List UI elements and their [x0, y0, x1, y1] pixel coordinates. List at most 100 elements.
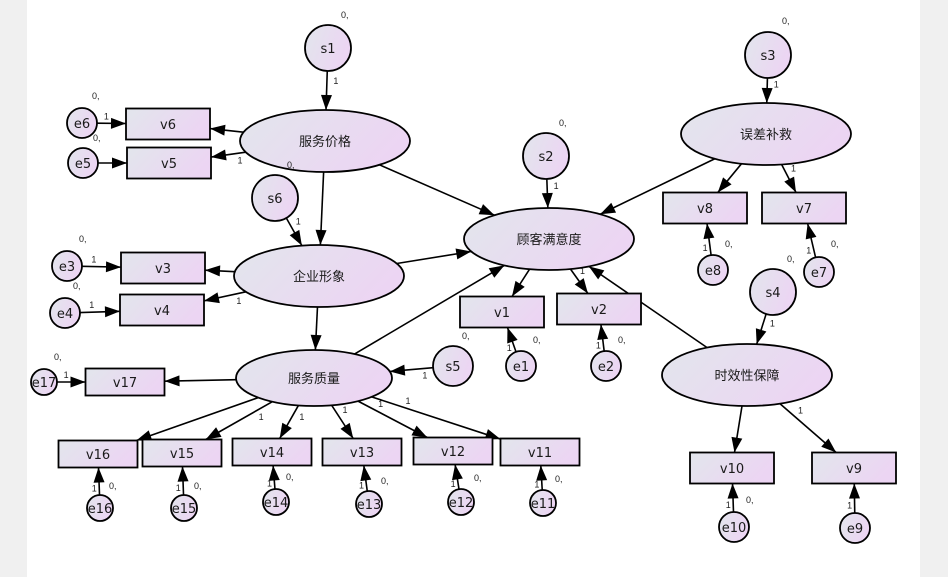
- path-L_price-to-v6: [209, 124, 244, 136]
- error-term-e11[interactable]: e11: [529, 489, 557, 517]
- variance-label-e16: 0,: [109, 481, 117, 491]
- arrowhead-icon: [210, 124, 226, 136]
- path-L_quality-to-v15: 1: [205, 400, 273, 441]
- observed-variable-v15[interactable]: v15: [141, 438, 223, 468]
- error-term-e3[interactable]: e3: [51, 250, 83, 282]
- error-term-s1[interactable]: s1: [304, 24, 352, 72]
- path-weight-label: 1: [798, 406, 803, 416]
- error-term-e5[interactable]: e5: [67, 147, 99, 179]
- observed-variable-v9[interactable]: v9: [811, 451, 897, 485]
- error-term-e6[interactable]: e6: [66, 107, 98, 139]
- observed-variable-v5[interactable]: v5: [126, 146, 212, 180]
- latent-variable-L_recovery[interactable]: 误差补救: [680, 102, 852, 166]
- observed-variable-v2[interactable]: v2: [556, 292, 642, 326]
- observed-variable-label: v1: [494, 306, 510, 321]
- variance-label-e17: 0,: [54, 352, 62, 362]
- path-e12-to-v12: 1: [451, 464, 463, 490]
- path-weight-label: 1: [451, 479, 456, 489]
- path-e14-to-v14: 1: [267, 465, 280, 490]
- arrowhead-icon: [717, 177, 732, 193]
- error-term-e17[interactable]: e17: [30, 368, 58, 396]
- path-weight-label: 1: [378, 399, 383, 409]
- error-term-s5[interactable]: s5: [432, 345, 474, 387]
- latent-variable-L_quality[interactable]: 服务质量: [235, 349, 393, 407]
- error-term-label: e7: [811, 266, 827, 281]
- path-weight-label: 1: [422, 371, 427, 381]
- arrowhead-icon: [541, 192, 553, 209]
- error-term-e12[interactable]: e12: [447, 488, 475, 516]
- arrowhead-icon: [455, 248, 472, 260]
- path-L_recovery-to-v7: 1: [780, 163, 797, 193]
- observed-variable-v8[interactable]: v8: [662, 191, 748, 225]
- observed-variable-v4[interactable]: v4: [119, 293, 205, 327]
- arrowhead-icon: [105, 261, 121, 273]
- path-e10-to-v10: 1: [726, 483, 739, 513]
- latent-variable-label: 顾客满意度: [516, 232, 581, 248]
- variance-label-s3: 0,: [782, 16, 790, 26]
- variance-label-e15: 0,: [194, 481, 202, 491]
- observed-variable-v7[interactable]: v7: [761, 191, 847, 225]
- observed-variable-v14[interactable]: v14: [231, 437, 313, 467]
- path-e15-to-v15: 1: [176, 466, 189, 496]
- latent-variable-L_image[interactable]: 企业形象: [233, 244, 405, 308]
- observed-variable-label: v7: [796, 202, 812, 217]
- error-term-s6[interactable]: s6: [251, 174, 299, 222]
- error-term-e4[interactable]: e4: [49, 297, 81, 329]
- error-term-label: s6: [267, 192, 282, 207]
- error-term-e13[interactable]: e13: [355, 490, 383, 518]
- path-L_timeliness-to-L_satisfaction: [588, 265, 708, 349]
- observed-variable-v3[interactable]: v3: [120, 251, 206, 285]
- path-e3-to-v3: 1: [81, 255, 122, 273]
- observed-variable-v11[interactable]: v11: [499, 437, 581, 467]
- error-term-e9[interactable]: e9: [839, 512, 871, 544]
- error-term-e14[interactable]: e14: [262, 488, 290, 516]
- latent-variable-L_timeliness[interactable]: 时效性保障: [661, 343, 833, 407]
- arrowhead-icon: [536, 465, 548, 481]
- path-L_price-to-v5: 1: [210, 149, 246, 165]
- observed-variable-v13[interactable]: v13: [321, 437, 403, 467]
- latent-variable-L_satisfaction[interactable]: 顾客满意度: [463, 207, 635, 271]
- error-term-e2[interactable]: e2: [590, 350, 622, 382]
- arrowhead-icon: [488, 265, 505, 278]
- latent-variable-label: 服务价格: [299, 134, 351, 150]
- error-term-label: e8: [705, 264, 721, 279]
- arrowhead-icon: [289, 229, 302, 246]
- path-L_recovery-to-L_satisfaction: [599, 158, 716, 215]
- observed-variable-v1[interactable]: v1: [459, 295, 545, 329]
- error-term-e8[interactable]: e8: [697, 254, 729, 286]
- path-L_image-to-L_quality: [310, 306, 322, 351]
- observed-variable-v17[interactable]: v17: [84, 367, 166, 397]
- arrowhead-icon: [511, 280, 525, 297]
- arrowhead-icon: [703, 223, 715, 240]
- observed-variable-v10[interactable]: v10: [689, 451, 775, 485]
- error-term-s3[interactable]: s3: [744, 31, 792, 79]
- error-term-s4[interactable]: s4: [749, 268, 797, 316]
- path-weight-label: 1: [534, 479, 539, 489]
- error-term-e1[interactable]: e1: [505, 350, 537, 382]
- error-term-s2[interactable]: s2: [522, 132, 570, 180]
- error-term-label: e3: [59, 260, 75, 275]
- arrowhead-icon: [805, 223, 817, 240]
- observed-variable-v6[interactable]: v6: [125, 107, 211, 141]
- latent-variable-L_price[interactable]: 服务价格: [239, 109, 411, 173]
- path-L_quality-to-v12: 1: [357, 399, 428, 439]
- error-term-e7[interactable]: e7: [803, 256, 835, 288]
- path-L_quality-to-L_satisfaction: [354, 264, 505, 355]
- error-term-e16[interactable]: e16: [86, 494, 114, 522]
- observed-variable-v12[interactable]: v12: [412, 436, 494, 466]
- path-weight-label: 1: [774, 79, 779, 89]
- arrowhead-icon: [70, 376, 86, 388]
- observed-variable-label: v13: [350, 446, 374, 461]
- error-term-label: e10: [722, 521, 747, 536]
- path-L_satisfaction-to-v2: 1: [569, 266, 589, 294]
- observed-variable-v16[interactable]: v16: [57, 439, 139, 469]
- arrowhead-icon: [597, 324, 609, 341]
- latent-variable-label: 服务质量: [288, 371, 340, 387]
- variance-label-e2: 0,: [618, 335, 626, 345]
- variance-label-e8: 0,: [725, 239, 733, 249]
- error-term-e10[interactable]: e10: [718, 511, 750, 543]
- path-weight-label: 1: [299, 412, 304, 422]
- arrowhead-icon: [755, 328, 767, 345]
- error-term-e15[interactable]: e15: [170, 494, 198, 522]
